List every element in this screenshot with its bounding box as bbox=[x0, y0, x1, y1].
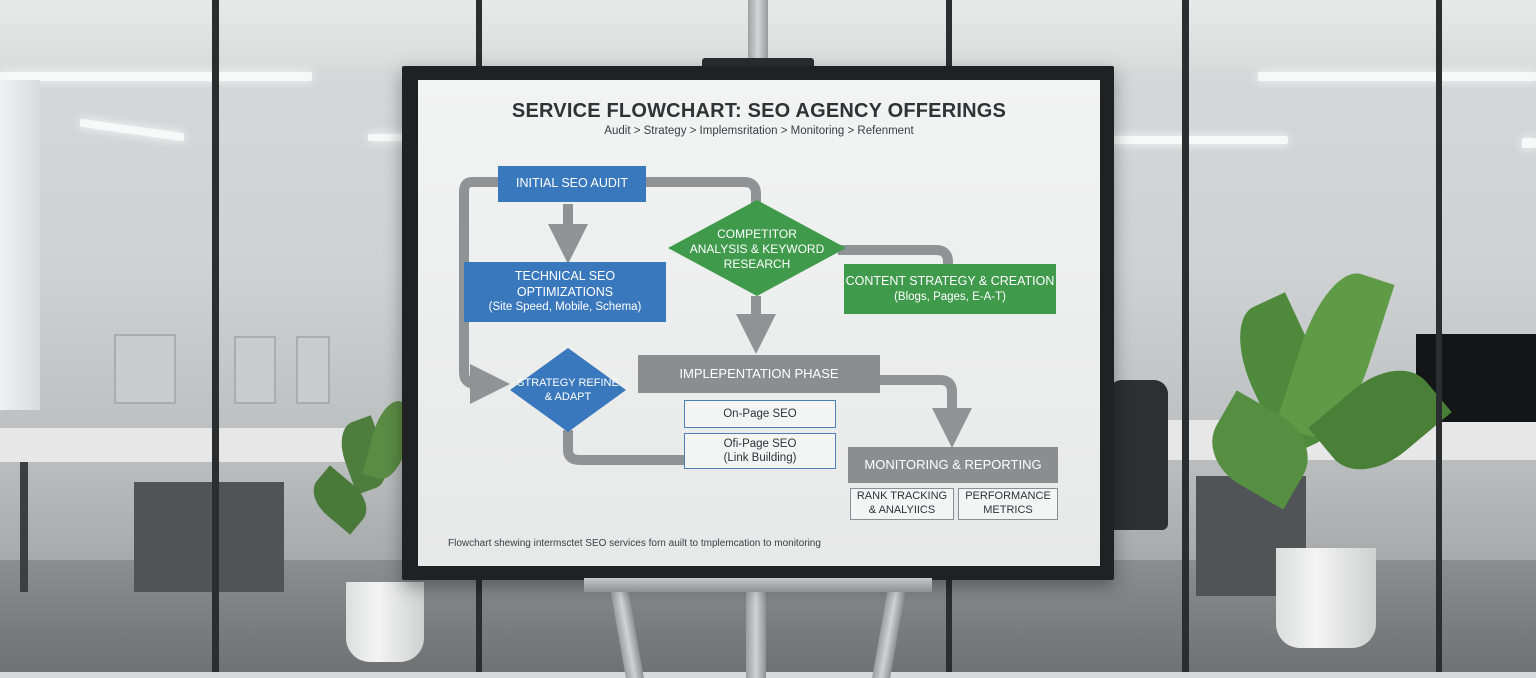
implementation-phase-node: IMPLEPENTATION PHASE bbox=[638, 355, 880, 393]
glass-partition-frame bbox=[1436, 0, 1442, 672]
strategy-diamond-shape bbox=[510, 348, 626, 432]
content-strategy-detail: (Blogs, Pages, E-A-T) bbox=[894, 290, 1006, 303]
office-chair bbox=[1108, 380, 1168, 530]
connector-strategy-to-offpage bbox=[563, 430, 684, 465]
technical-seo-node: TECHNICAL SEO OPTIMIZATIONS (Site Speed,… bbox=[464, 262, 666, 322]
plant-pot bbox=[1276, 548, 1376, 648]
ceiling-light bbox=[1258, 72, 1536, 81]
glass-partition-frame bbox=[212, 0, 219, 672]
content-strategy-label: CONTENT STRATEGY & CREATION bbox=[845, 274, 1055, 288]
competitor-analysis-label: RESEARCH bbox=[723, 256, 791, 271]
off-page-seo-detail: (Link Building) bbox=[723, 452, 797, 464]
computer-monitor bbox=[296, 336, 330, 404]
glass-partition-frame bbox=[476, 0, 482, 70]
flowchart-title: SERVICE FLOWCHART: SEO AGENCY OFFERINGS bbox=[511, 100, 1007, 122]
office-window bbox=[0, 80, 40, 410]
computer-monitor bbox=[234, 336, 276, 404]
flowchart-subtitle: Audit > Strategy > Implemsritation > Mon… bbox=[604, 125, 914, 137]
technical-seo-detail: (Site Speed, Mobile, Schema) bbox=[488, 301, 642, 314]
performance-metrics-node: PERFORMANCE METRICS bbox=[958, 488, 1058, 520]
performance-metrics-label: PERFORMANCE bbox=[965, 490, 1051, 503]
strategy-refine-label: & ADAPT bbox=[544, 391, 592, 403]
implementation-phase-label: IMPLEPENTATION PHASE bbox=[679, 365, 839, 381]
connector-competitor-to-content bbox=[838, 245, 953, 267]
competitor-analysis-label: COMPETITOR bbox=[717, 226, 797, 241]
ceiling-light bbox=[368, 134, 414, 141]
ceiling-light bbox=[1522, 138, 1536, 148]
initial-seo-audit-node: INITIAL SEO AUDIT bbox=[498, 166, 646, 202]
easel-tray bbox=[584, 578, 932, 592]
monitoring-reporting-label: MONITORING & REPORTING bbox=[864, 456, 1042, 472]
flowchart-caption: Flowchart shewing intermsctet SEO servic… bbox=[448, 538, 821, 549]
strategy-refine-node: STRATEGY REFINE & ADAPT bbox=[516, 374, 620, 408]
rank-tracking-label: & ANALYIICS bbox=[868, 504, 936, 516]
monitoring-reporting-node: MONITORING & REPORTING bbox=[848, 447, 1058, 483]
desk-cabinet bbox=[134, 482, 284, 592]
glass-partition-frame bbox=[1182, 0, 1189, 672]
rank-tracking-node: RANK TRACKING & ANALYIICS bbox=[850, 488, 954, 520]
off-page-seo-node: Ofi-Page SEO (Link Building) bbox=[684, 433, 836, 469]
on-page-seo-label: On-Page SEO bbox=[723, 407, 797, 420]
competitor-diamond-shape bbox=[668, 200, 846, 296]
competitor-analysis-label: ANALYSIS & KEYWORD bbox=[689, 241, 825, 256]
glass-partition-frame bbox=[476, 580, 482, 672]
performance-metrics-label: METRICS bbox=[983, 504, 1033, 516]
glass-partition-frame bbox=[946, 0, 952, 70]
content-strategy-node: CONTENT STRATEGY & CREATION (Blogs, Page… bbox=[844, 264, 1056, 314]
strategy-refine-label: STRATEGY REFINE bbox=[517, 377, 619, 390]
connector-implementation-to-monitoring bbox=[880, 375, 972, 448]
off-page-seo-label: Ofi-Page SEO bbox=[723, 437, 797, 450]
connector-audit-to-competitor bbox=[646, 177, 761, 206]
office-desk bbox=[0, 428, 360, 462]
technical-seo-label: TECHNICAL SEO bbox=[514, 269, 616, 284]
competitor-analysis-node: COMPETITOR ANALYSIS & KEYWORD RESEARCH bbox=[680, 222, 834, 276]
desk-leg bbox=[20, 462, 28, 592]
ceiling-light bbox=[1106, 136, 1288, 144]
initial-seo-audit-label: INITIAL SEO AUDIT bbox=[515, 176, 629, 191]
technical-seo-label: OPTIMIZATIONS bbox=[516, 284, 614, 299]
ceiling-light bbox=[0, 72, 312, 81]
rank-tracking-label: RANK TRACKING bbox=[856, 490, 948, 503]
easel-leg bbox=[746, 588, 766, 678]
plant-pot bbox=[346, 582, 424, 662]
glass-partition-frame bbox=[946, 580, 952, 672]
computer-monitor bbox=[114, 334, 176, 404]
on-page-seo-node: On-Page SEO bbox=[684, 400, 836, 428]
